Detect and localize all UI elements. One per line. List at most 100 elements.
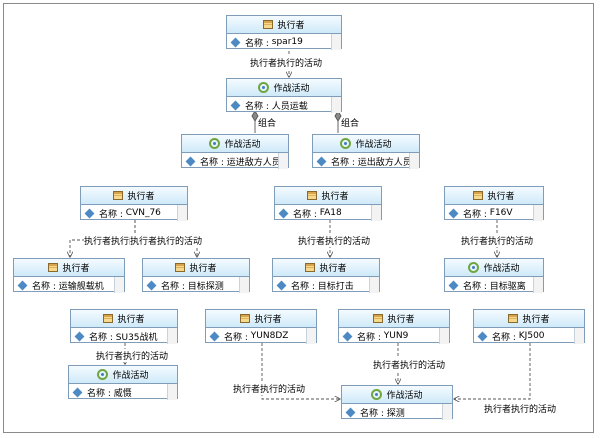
activity-icon [371, 389, 383, 400]
actor-icon [240, 314, 251, 323]
node-actor-cvn76[interactable]: 执行者 名称 : CVN_76 [80, 186, 188, 221]
edge-label-compose-left: 组合 [258, 119, 277, 129]
attr-prefix: 名称 : [87, 388, 111, 399]
attribute-icon [17, 280, 28, 290]
node-type: 执行者 [254, 315, 282, 325]
node-type: 执行者 [387, 315, 415, 325]
node-activity-renyuan[interactable]: 作战活动 名称 : 人员运载 [226, 78, 342, 113]
node-type: 执行者 [319, 264, 347, 274]
actor-icon [305, 263, 316, 272]
node-name: YUN9 [383, 331, 409, 341]
actor-icon [508, 314, 519, 323]
node-actor-yunshu[interactable]: 执行者 名称 : 运输舰载机 [13, 258, 125, 293]
scrollbar[interactable] [369, 277, 379, 293]
attribute-icon [72, 387, 83, 397]
node-name: 目标打击 [317, 281, 354, 292]
node-name: 运进敌方人员 [226, 157, 281, 168]
edge-kj500-tance [454, 343, 531, 399]
scrollbar[interactable] [306, 328, 316, 344]
actor-icon [473, 191, 484, 200]
attr-prefix: 名称 : [224, 332, 248, 343]
node-type: 作战活动 [224, 140, 261, 150]
node-type: 执行者 [277, 21, 305, 31]
node-activity-yunchu[interactable]: 作战活动 名称 : 运出敌方人员 [312, 134, 420, 169]
attribute-icon [84, 208, 95, 218]
node-actor-fa18[interactable]: 执行者 名称 : FA18 [274, 186, 382, 221]
node-activity-yunjin[interactable]: 作战活动 名称 : 运进敌方人员 [181, 134, 289, 169]
node-name: 威慑 [113, 388, 132, 399]
edge-label-exec: 执行者执行的活动 [233, 382, 306, 395]
node-actor-mubiao-tance[interactable]: 执行者 名称 : 目标探测 [142, 258, 250, 293]
node-activity-weishe[interactable]: 作战活动 名称 : 威慑 [68, 365, 178, 400]
node-activity-quli[interactable]: 作战活动 名称 : 目标驱离 [444, 258, 544, 293]
attribute-icon [276, 280, 287, 290]
node-name: 探测 [386, 408, 405, 419]
edge-yun8dz-tance [261, 343, 340, 399]
scrollbar[interactable] [177, 205, 187, 221]
node-name: spar19 [271, 37, 303, 47]
scrollbar[interactable] [533, 277, 543, 293]
attr-prefix: 名称 : [32, 281, 56, 292]
scrollbar[interactable] [439, 328, 449, 344]
scrollbar[interactable] [114, 277, 124, 293]
attribute-icon [448, 208, 459, 218]
scrollbar[interactable] [533, 205, 543, 221]
actor-icon [307, 191, 318, 200]
scrollbar[interactable] [278, 153, 288, 169]
attribute-icon [209, 331, 220, 341]
activity-icon [258, 82, 270, 93]
node-type: 执行者 [127, 192, 155, 202]
node-name: 人员运载 [271, 101, 308, 112]
activity-icon [209, 138, 221, 149]
actor-icon [175, 263, 186, 272]
node-name: YUN8DZ [250, 331, 289, 341]
scrollbar[interactable] [442, 404, 452, 420]
compose-diamond-right [334, 110, 342, 122]
node-name: 运输舰载机 [58, 281, 104, 292]
node-actor-kj500[interactable]: 执行者 名称 : KJ500 [473, 309, 585, 344]
scrollbar[interactable] [331, 34, 341, 50]
edge-label-exec: 执行者执行的活动 [484, 402, 557, 415]
attr-prefix: 名称 : [463, 209, 487, 220]
node-type: 执行者 [189, 264, 217, 274]
node-type: 执行者 [522, 315, 550, 325]
scrollbar[interactable] [409, 153, 419, 169]
node-actor-yun9[interactable]: 执行者 名称 : YUN9 [338, 309, 450, 344]
attribute-icon [342, 331, 353, 341]
node-actor-mubiao-daji[interactable]: 执行者 名称 : 目标打击 [272, 258, 380, 293]
attr-prefix: 名称 : [99, 209, 123, 220]
activity-icon [340, 138, 352, 149]
node-name: 目标探测 [187, 281, 224, 292]
attribute-icon [230, 100, 241, 110]
attribute-icon [316, 156, 327, 166]
edge-label-exec: 执行者执行的活动 [461, 234, 534, 247]
node-type: 作战活动 [386, 391, 423, 401]
activity-icon [97, 369, 109, 380]
scrollbar[interactable] [574, 328, 584, 344]
node-actor-su35[interactable]: 执行者 名称 : SU35战机 [70, 309, 178, 344]
diagram-frame [3, 3, 594, 433]
attr-prefix: 名称 : [89, 332, 113, 343]
node-actor-f16v[interactable]: 执行者 名称 : F16V [444, 186, 544, 221]
scrollbar[interactable] [167, 384, 177, 400]
scrollbar[interactable] [167, 328, 177, 344]
node-type: 执行者 [117, 315, 145, 325]
node-name: SU35战机 [115, 332, 158, 343]
edge-label-exec: 执行者执行的活动 [96, 349, 169, 362]
scrollbar[interactable] [331, 97, 341, 113]
actor-icon [113, 191, 124, 200]
scrollbar[interactable] [371, 205, 381, 221]
attr-prefix: 名称 : [291, 281, 315, 292]
actor-icon [263, 20, 274, 29]
scrollbar[interactable] [239, 277, 249, 293]
attr-prefix: 名称 : [357, 332, 381, 343]
attr-prefix: 名称 : [161, 281, 185, 292]
node-type: 执行者 [62, 264, 90, 274]
edge-label-exec: 执行者执行的活动 [250, 56, 323, 69]
node-actor-spar19[interactable]: 执行者 名称 : spar19 [226, 15, 342, 50]
node-activity-tance[interactable]: 作战活动 名称 : 探测 [341, 385, 453, 420]
node-actor-yun8dz[interactable]: 执行者 名称 : YUN8DZ [205, 309, 317, 344]
attribute-icon [146, 280, 157, 290]
node-type: 作战活动 [355, 140, 392, 150]
attr-prefix: 名称 : [245, 38, 269, 49]
